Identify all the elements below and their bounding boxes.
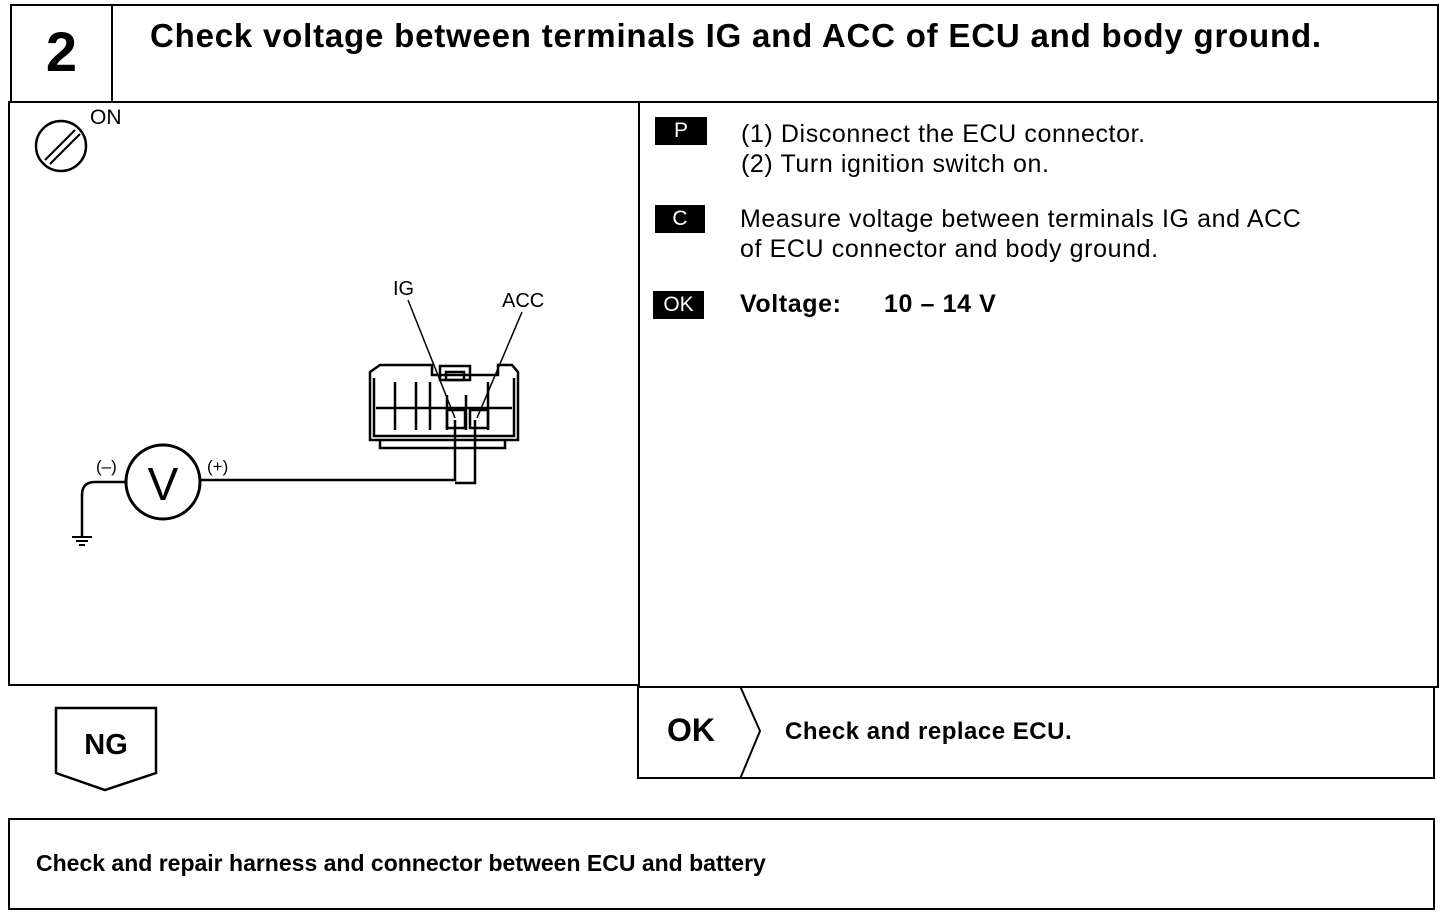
check-line-2: of ECU connector and body ground. — [740, 235, 1159, 263]
switch-on-label: ON — [90, 106, 122, 129]
step-number: 2 — [45, 20, 78, 83]
prep-step-1: (1) Disconnect the ECU connector. — [741, 120, 1146, 148]
ok-chevron-icon — [739, 686, 762, 779]
ng-arrow-icon: NG — [54, 706, 158, 792]
voltmeter-symbol: V — [148, 458, 179, 510]
prep-tag: P — [655, 117, 707, 145]
ignition-switch-icon — [34, 119, 88, 173]
ok-spec-label: Voltage: — [740, 290, 842, 318]
ng-result-label: NG — [84, 729, 128, 761]
wiring-diagram: ON IG ACC V (–) (+) — [34, 106, 544, 546]
ecu-connector-icon — [368, 363, 520, 450]
ng-result-box — [8, 818, 1435, 910]
ok-result-label: OK — [667, 712, 715, 748]
ok-result-bar — [637, 686, 1435, 779]
positive-probe-label: (+) — [207, 457, 228, 476]
negative-probe-label: (–) — [96, 457, 117, 476]
ng-result-action: Check and repair harness and connector b… — [36, 850, 766, 876]
ok-spec-value: 10 – 14 V — [884, 290, 997, 318]
ok-result-action: Check and replace ECU. — [785, 718, 1073, 745]
ground-icon — [72, 536, 92, 546]
terminal-ig-label: IG — [393, 278, 414, 300]
step-number-box — [10, 4, 113, 103]
terminal-acc-label: ACC — [502, 290, 544, 312]
check-tag: C — [655, 205, 705, 233]
instructions-panel — [638, 101, 1439, 688]
step-title: Check voltage between terminals IG and A… — [150, 17, 1322, 54]
check-line-1: Measure voltage between terminals IG and… — [740, 205, 1302, 233]
prep-step-2: (2) Turn ignition switch on. — [741, 150, 1050, 178]
ok-tag: OK — [653, 291, 704, 319]
